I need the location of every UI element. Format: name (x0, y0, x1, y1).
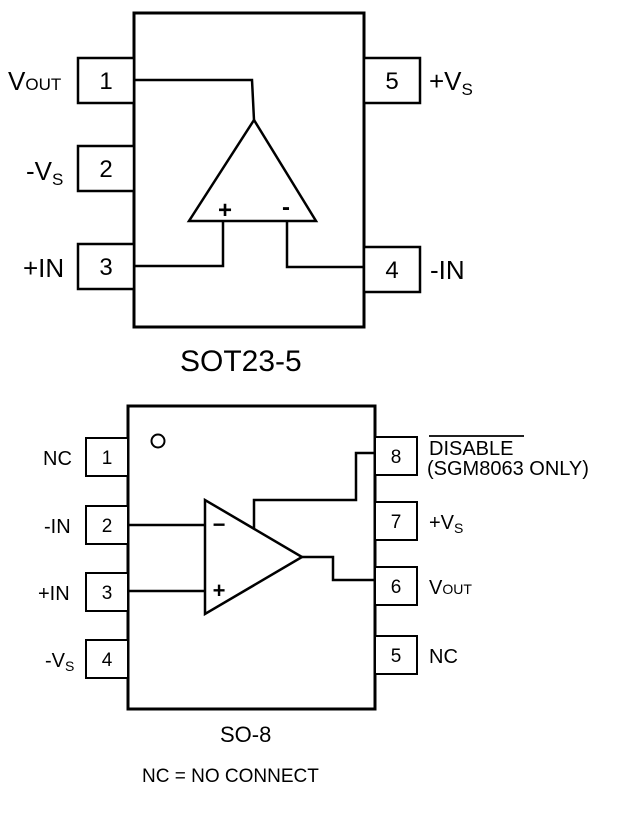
sot23-pin5-number: 5 (385, 68, 398, 95)
sot23-package (76, 11, 422, 329)
sot23-pin4-box (362, 245, 422, 294)
sot23-minus-sign: - (282, 194, 290, 221)
sot23-pin1-name: VOUT (8, 66, 61, 96)
sot23-plus-input-wire (134, 221, 225, 268)
so8-pin4-number: 4 (102, 650, 113, 671)
so8-pin2-name: -IN (44, 516, 71, 538)
so8-pin7-box (374, 501, 418, 541)
so8-minus-sign: − (213, 512, 226, 537)
so8-pin7-name: +VS (429, 512, 463, 536)
sot23-plus-sign: + (218, 197, 232, 224)
sot23-pin3-number: 3 (99, 254, 112, 281)
so8-pin5-box (374, 635, 418, 675)
so8-opamp-triangle (203, 497, 305, 617)
so8-plus-sign: + (213, 578, 226, 603)
so8-pin8-note: (SGM8063 ONLY) (427, 458, 589, 480)
sot23-pin5-name: +VS (429, 66, 473, 99)
sot23-pin4-number: 4 (385, 257, 398, 284)
so8-pin5-name: NC (429, 646, 458, 668)
sot23-pin2-number: 2 (99, 156, 112, 183)
so8-pin1-box (85, 437, 129, 477)
so8-pin4-name: -VS (45, 650, 74, 674)
so8-pin3-name: +IN (38, 583, 70, 605)
sot23-pin2-name: -VS (26, 156, 63, 189)
sot23-pin1-number: 1 (99, 68, 112, 95)
so8-pin7-number: 7 (391, 512, 402, 533)
sot23-package-label: SOT23-5 (180, 345, 302, 378)
sot23-pin1-box (76, 56, 136, 105)
sot23-minus-input-wire (285, 221, 364, 269)
so8-pin2-number: 2 (102, 516, 113, 537)
footnote: NC = NO CONNECT (142, 766, 319, 787)
so8-package-label: SO-8 (220, 722, 271, 747)
so8-pin1-number: 1 (102, 448, 113, 469)
so8-pin1-name: NC (43, 448, 72, 470)
so8-pin3-number: 3 (102, 583, 113, 604)
so8-pin4-box (85, 639, 129, 679)
so8-pin5-number: 5 (391, 646, 402, 667)
sot23-pin4-name: -IN (430, 255, 465, 285)
so8-output-wire (302, 555, 375, 582)
so8-disable-wire (252, 451, 375, 528)
so8-pin6-box (374, 566, 418, 606)
sot23-pin2-box (76, 144, 136, 193)
sot23-opamp-triangle (186, 117, 319, 223)
so8-package (85, 404, 524, 711)
so8-body (126, 404, 377, 711)
so8-pin6-name: VOUT (429, 577, 472, 599)
so8-pin1-marker (150, 433, 166, 449)
so8-pin6-number: 6 (391, 577, 402, 598)
so8-pin8-box (374, 436, 418, 476)
so8-pin8-name: DISABLE (429, 438, 513, 460)
sot23-pin3-name: +IN (23, 253, 64, 283)
sot23-output-wire (134, 78, 256, 121)
sot23-pin5-box (362, 56, 422, 105)
so8-pin8-number: 8 (391, 447, 402, 468)
